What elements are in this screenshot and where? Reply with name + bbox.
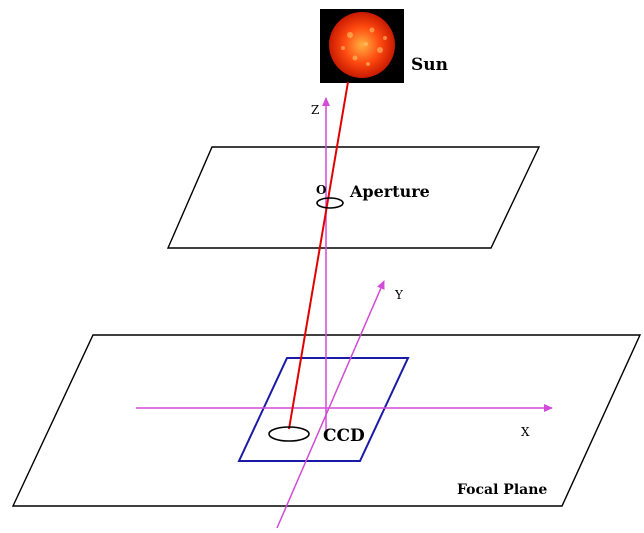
aperture-pinhole	[316, 197, 344, 209]
aperture-label: Aperture	[349, 182, 430, 201]
x-axis-label: X	[521, 425, 530, 439]
y-axis-label: Y	[394, 288, 404, 302]
focal-plane-label: Focal Plane	[457, 482, 547, 498]
ccd-detector	[237, 357, 410, 462]
sun-photo-icon	[320, 9, 404, 83]
sun-surface-texture	[341, 27, 387, 66]
origin-label: O	[316, 183, 326, 197]
sun-image-spot	[268, 426, 310, 442]
ccd-label: CCD	[323, 426, 365, 446]
aperture-plane	[166, 146, 541, 249]
focal-plane	[11, 334, 642, 507]
sun-label: Sun	[411, 55, 448, 75]
sun-ray	[288, 81, 349, 430]
y-axis-line	[276, 280, 385, 529]
sun-disc	[329, 12, 395, 78]
z-axis-label: Z	[311, 103, 319, 117]
